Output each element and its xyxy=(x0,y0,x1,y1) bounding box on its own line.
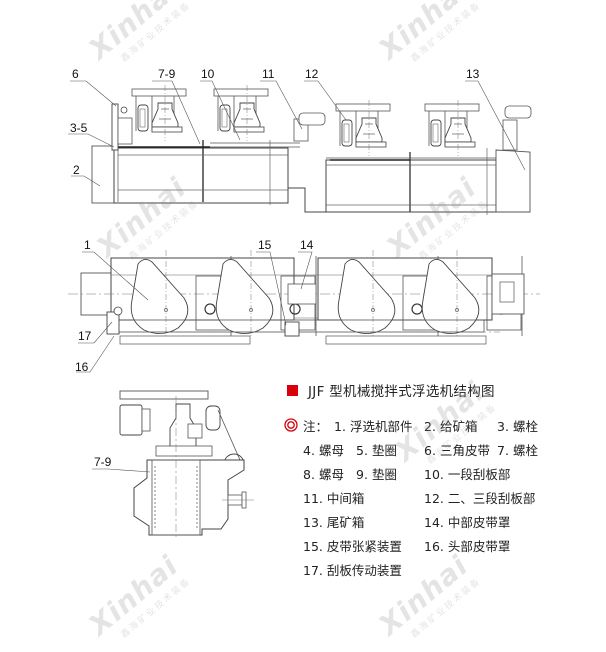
legend-item-6: 6.三角皮带 xyxy=(424,443,490,458)
callout-7-9-side: 7-9 xyxy=(94,455,112,469)
callout-15: 15 xyxy=(258,238,272,252)
callout-12: 12 xyxy=(305,67,319,81)
title-marker-icon xyxy=(287,384,298,396)
legend-item-5: 5.垫圈 xyxy=(356,443,397,458)
flotation-machine-drawing xyxy=(68,80,540,540)
double-circle-icon xyxy=(284,418,298,432)
callout-2: 2 xyxy=(73,163,80,177)
legend-row-4: 11.中间箱 12.二、三段刮板部 xyxy=(284,488,604,508)
legend-item-11: 11.中间箱 xyxy=(303,491,365,506)
legend-item-3: 3.螺栓 xyxy=(497,419,538,434)
callout-13: 13 xyxy=(466,67,480,81)
legend-item-1: 1.浮选机部件 xyxy=(334,419,413,434)
legend-item-10: 10.一段刮板部 xyxy=(424,467,511,482)
note-prefix: 注： xyxy=(303,419,329,434)
legend-item-16: 16.头部皮带罩 xyxy=(424,539,511,554)
callout-17: 17 xyxy=(78,329,92,343)
callout-14: 14 xyxy=(300,238,314,252)
legend-item-7: 7.螺栓 xyxy=(497,443,538,458)
legend-item-14: 14.中部皮带罩 xyxy=(424,515,511,530)
legend-row-6: 15.皮带张紧装置 16.头部皮带罩 xyxy=(284,536,604,556)
legend-item-4: 4.螺母 xyxy=(303,443,344,458)
legend-row-5: 13.尾矿箱 14.中部皮带罩 xyxy=(284,512,604,532)
legend-item-12: 12.二、三段刮板部 xyxy=(424,491,536,506)
legend-row-7: 17.刮板传动装置 xyxy=(284,560,604,580)
legend-item-17: 17.刮板传动装置 xyxy=(303,563,402,578)
top-plan-view xyxy=(68,249,540,373)
legend-row-1: 注： 1.浮选机部件 2.给矿箱 3.螺栓 xyxy=(284,416,604,436)
diagram-title: JJF 型机械搅拌式浮选机结构图 xyxy=(287,380,495,400)
legend-item-2: 2.给矿箱 xyxy=(424,419,478,434)
legend-item-9: 9.垫圈 xyxy=(356,467,397,482)
callout-3-5: 3-5 xyxy=(70,121,88,135)
callout-7-9: 7-9 xyxy=(158,67,176,81)
legend-item-8: 8.螺母 xyxy=(303,467,344,482)
callout-11: 11 xyxy=(262,67,275,81)
legend-row-3: 8.螺母 9.垫圈 10.一段刮板部 xyxy=(284,464,604,484)
callout-16: 16 xyxy=(75,360,89,374)
title-text: JJF 型机械搅拌式浮选机结构图 xyxy=(308,384,495,400)
side-section-view xyxy=(92,390,254,540)
callout-6: 6 xyxy=(72,67,79,81)
callout-1: 1 xyxy=(84,238,91,252)
front-elevation-view xyxy=(68,80,532,215)
callout-10: 10 xyxy=(201,67,215,81)
legend-item-13: 13.尾矿箱 xyxy=(303,515,365,530)
legend-row-2: 4.螺母 5.垫圈 6.三角皮带 7.螺栓 xyxy=(284,440,604,460)
legend-item-15: 15.皮带张紧装置 xyxy=(303,539,402,554)
